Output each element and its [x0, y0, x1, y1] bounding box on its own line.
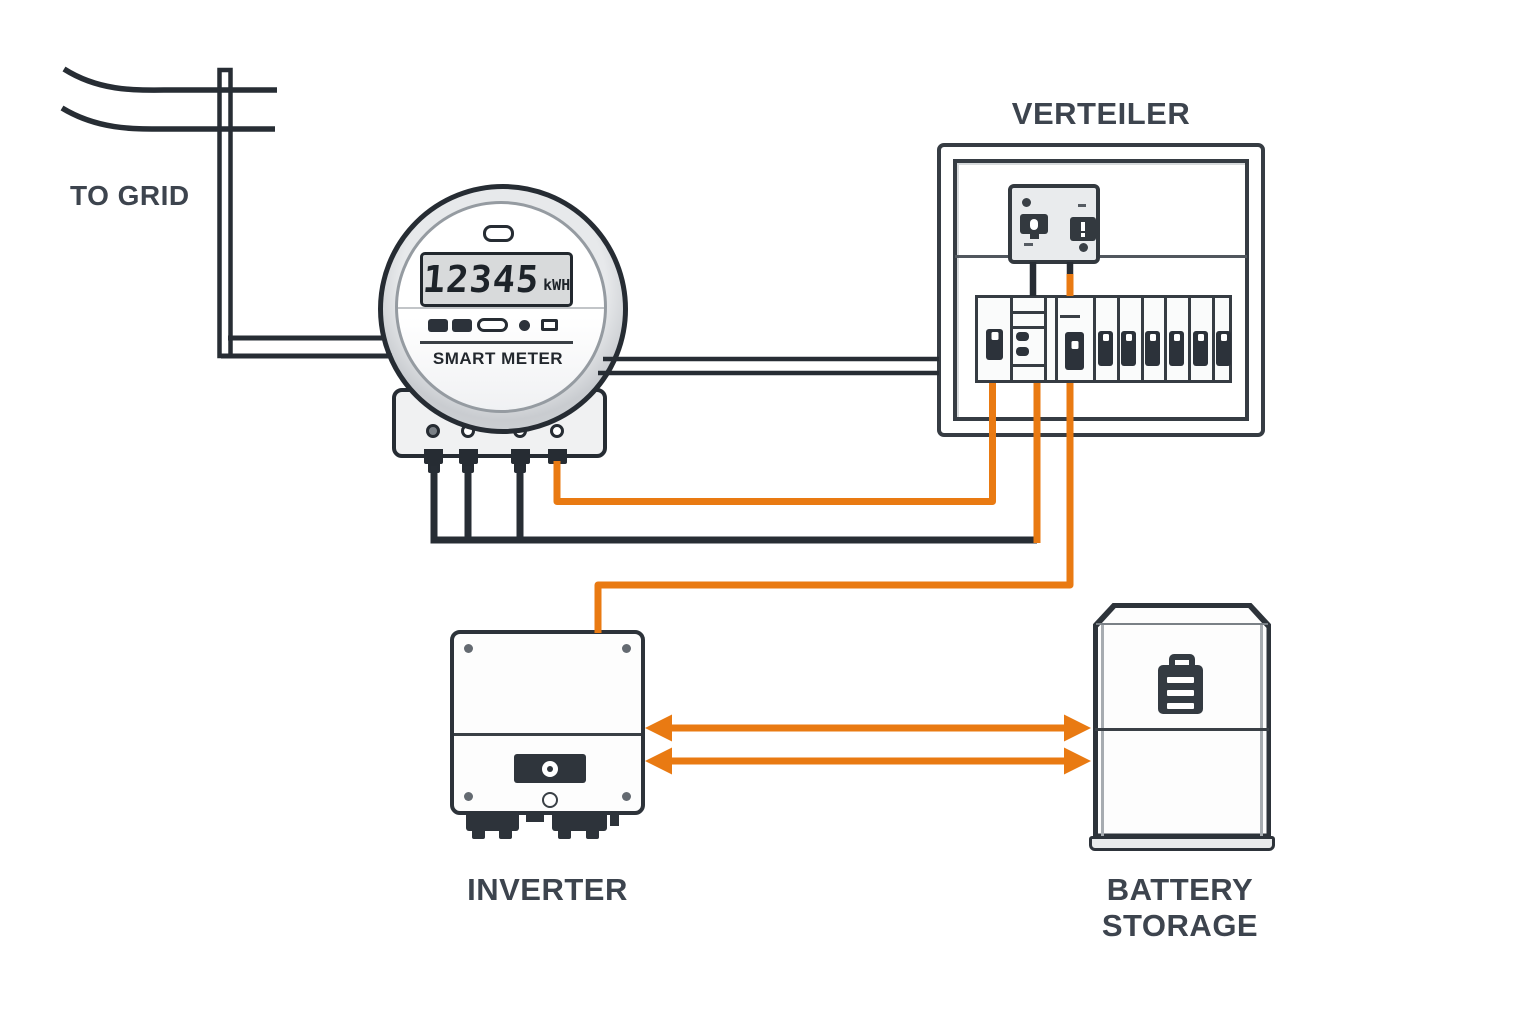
breaker-toggle-icon: [1121, 331, 1136, 366]
inverter-button-icon: [542, 760, 558, 777]
battery-label: BATTERY STORAGE: [1101, 872, 1259, 943]
breaker-separator: [1093, 298, 1096, 380]
screw-icon: [1022, 198, 1031, 207]
meter-connector-foot: [462, 462, 474, 473]
arrow-right-icon: [1064, 714, 1091, 742]
meter-indicator-pill: [477, 318, 508, 332]
breaker-separator: [1212, 298, 1215, 380]
battery-box: [1093, 603, 1271, 838]
breaker-toggle-icon: [1193, 331, 1208, 366]
breaker-toggle-icon: [1145, 331, 1160, 366]
inverter-divider: [454, 733, 641, 736]
meter-reading: 12345: [420, 258, 542, 301]
inverter-led-icon: [542, 792, 558, 808]
inverter-box: [450, 630, 645, 815]
verteiler-rail-line: [955, 255, 1247, 258]
to-grid-label: TO GRID: [70, 180, 190, 211]
module-line: [1044, 298, 1047, 380]
screw-icon: [622, 644, 631, 653]
breaker-toggle-icon: [1216, 331, 1231, 366]
meter-label-divider: [420, 341, 573, 344]
battery-side-seam: [1101, 625, 1104, 836]
contact-pill: [1016, 347, 1029, 356]
meter-indicator-square: [452, 319, 472, 332]
breaker-separator: [1010, 298, 1013, 380]
meter-connector: [424, 449, 443, 464]
screw-icon: [1079, 243, 1088, 252]
grid-wire-curve: [60, 105, 275, 132]
inverter-connector: [552, 813, 607, 831]
meter-connector: [548, 449, 567, 464]
module-line: [1012, 311, 1044, 314]
battery-side-seam: [1260, 625, 1263, 836]
inverter-connector-foot: [472, 829, 485, 839]
battery-charge-bar: [1167, 677, 1194, 683]
screw-icon: [622, 792, 631, 801]
inverter-connector: [610, 813, 619, 826]
meter-connector: [511, 449, 530, 464]
module-line: [1012, 364, 1044, 367]
battery-body: [1097, 607, 1267, 834]
meter-connector-foot: [514, 462, 526, 473]
meter-indicator-square: [428, 319, 448, 332]
panel-switch-tab: [1030, 234, 1039, 239]
meter-indicator-outline: [541, 319, 558, 331]
inverter-connector: [526, 813, 544, 822]
contact-pill: [1016, 332, 1029, 341]
orange-wire-meter-to-verteiler: [553, 383, 996, 505]
battery-divider: [1095, 728, 1269, 731]
panel-mark: [1024, 243, 1033, 246]
breaker-row: [975, 295, 1232, 383]
arrow-right-icon: [1064, 747, 1091, 775]
breaker-toggle-icon: [1169, 331, 1184, 366]
meter-connector: [459, 449, 478, 464]
inverter-label: INVERTER: [467, 872, 628, 907]
module-mark: [1060, 315, 1080, 318]
meter-indicator-dot: [519, 320, 530, 331]
breaker-separator: [1141, 298, 1144, 380]
grid-wire-curve: [62, 66, 277, 93]
battery-charge-bar: [1167, 690, 1194, 696]
panel-switch-icon: [1020, 214, 1048, 234]
module-line: [1012, 326, 1044, 329]
panel-switch-icon: [1070, 217, 1096, 241]
panel-mark: [1078, 204, 1086, 207]
breaker-toggle-icon: [1098, 331, 1113, 366]
breaker-toggle-icon: [1065, 332, 1084, 370]
meter-face-divider: [398, 307, 604, 309]
smart-meter-label: SMART METER: [432, 349, 564, 368]
meter-terminal: [426, 424, 440, 438]
meter-terminal: [550, 424, 564, 438]
inverter-connector-foot: [499, 829, 512, 839]
breaker-separator: [1055, 298, 1058, 380]
meter-unit: kWH: [543, 276, 571, 294]
meter-top-tab: [483, 225, 514, 242]
arrow-left-icon: [645, 714, 672, 742]
battery-base: [1089, 836, 1275, 851]
battery-charge-bar: [1167, 703, 1194, 709]
breaker-separator: [1164, 298, 1167, 380]
inverter-connector-foot: [586, 829, 599, 839]
battery-top-seam: [1096, 623, 1268, 625]
breaker-separator: [1188, 298, 1191, 380]
screw-icon: [464, 644, 473, 653]
inverter-connector-foot: [558, 829, 571, 839]
verteiler-title: VERTEILER: [1011, 96, 1191, 131]
meter-lcd-display: 12345 kWH: [420, 252, 573, 307]
inverter-display: [514, 754, 586, 783]
breaker-separator: [1117, 298, 1120, 380]
meter-connector-foot: [428, 462, 440, 473]
arrow-left-icon: [645, 747, 672, 775]
inverter-connector: [466, 813, 519, 831]
screw-icon: [464, 792, 473, 801]
breaker-toggle-icon: [986, 329, 1003, 360]
grid-pole: [217, 67, 233, 359]
verteiler-top-panel: [1008, 184, 1100, 264]
